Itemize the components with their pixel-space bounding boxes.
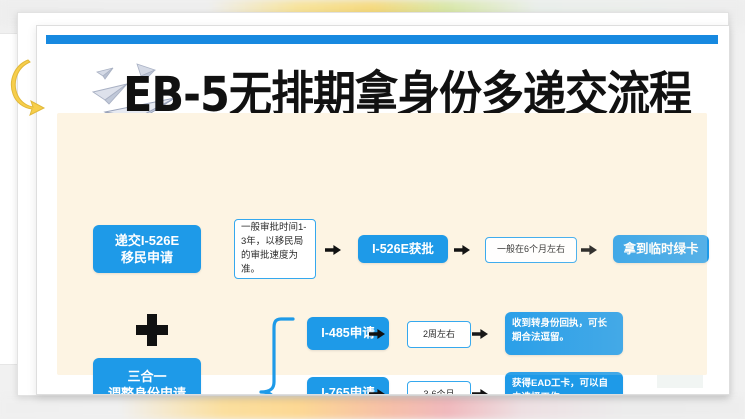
flow-note-six-months: 一般在6个月左右	[485, 237, 577, 263]
branch-form-i485-label: I-485申请	[321, 326, 375, 341]
arrow-right-icon	[581, 243, 597, 257]
curved-arrow-icon	[10, 58, 50, 116]
flow-step-three-in-one[interactable]: 三合一 调整身份申请	[93, 358, 201, 395]
arrow-right-icon	[369, 387, 385, 394]
arrow-right-icon	[369, 327, 385, 341]
branch-result-i485[interactable]: 收到转身份回执，可长期合法逗留。	[505, 312, 623, 355]
branch-duration-i485-text: 2周左右	[422, 328, 455, 339]
arrow-right-icon	[472, 327, 488, 341]
branch-form-i765[interactable]: I-765申请	[307, 377, 389, 395]
flowchart-panel: 递交I-526E 移民申请 一般审批时间1-3年，以移民局的审批速度为准。 I-…	[57, 113, 709, 394]
arrow-right-icon	[325, 243, 341, 257]
flow-step-i526e-approved-label: I-526E获批	[372, 241, 434, 256]
top-blue-rule	[46, 35, 718, 44]
flow-note-review-time: 一般审批时间1-3年，以移民局的审批速度为准。	[234, 219, 316, 279]
slide-card: EB-5无排期拿身份多递交流程 递交I-526E 移民申请 一般审批时间1-3年…	[36, 25, 730, 395]
branch-duration-i485: 2周左右	[407, 321, 471, 348]
flow-note-review-time-text: 一般审批时间1-3年，以移民局的审批速度为准。	[241, 221, 307, 276]
branch-duration-i765-text: 3-6个月	[423, 388, 455, 395]
flow-step-submit-i526e-line2: 移民申请	[120, 250, 173, 265]
flow-step-i526e-approved[interactable]: I-526E获批	[358, 235, 448, 263]
flow-step-temporary-greencard-label: 拿到临时绿卡	[623, 241, 699, 256]
branch-result-i765-text: 获得EAD工卡，可以自由选择工作。	[512, 378, 609, 394]
flow-step-temporary-greencard[interactable]: 拿到临时绿卡	[613, 235, 709, 263]
branch-result-i485-text: 收到转身份回执，可长期合法逗留。	[512, 318, 608, 344]
flow-step-submit-i526e-line1: 递交I-526E	[114, 232, 180, 248]
arrow-right-icon	[454, 243, 470, 257]
flow-step-three-in-one-line2: 调整身份申请	[107, 386, 186, 395]
branch-duration-i765: 3-6个月	[407, 381, 471, 395]
branch-form-i765-label: I-765申请	[321, 386, 375, 395]
plus-icon	[135, 313, 169, 347]
flow-step-three-in-one-line1: 三合一	[127, 368, 167, 384]
ambient-gradient-bottom	[0, 397, 745, 419]
flow-step-submit-i526e[interactable]: 递交I-526E 移民申请	[93, 225, 201, 273]
arrow-right-icon	[472, 387, 488, 394]
flow-note-six-months-text: 一般在6个月左右	[496, 244, 565, 255]
curly-brace-icon	[259, 316, 295, 394]
branch-result-i765[interactable]: 获得EAD工卡，可以自由选择工作。	[505, 372, 623, 394]
